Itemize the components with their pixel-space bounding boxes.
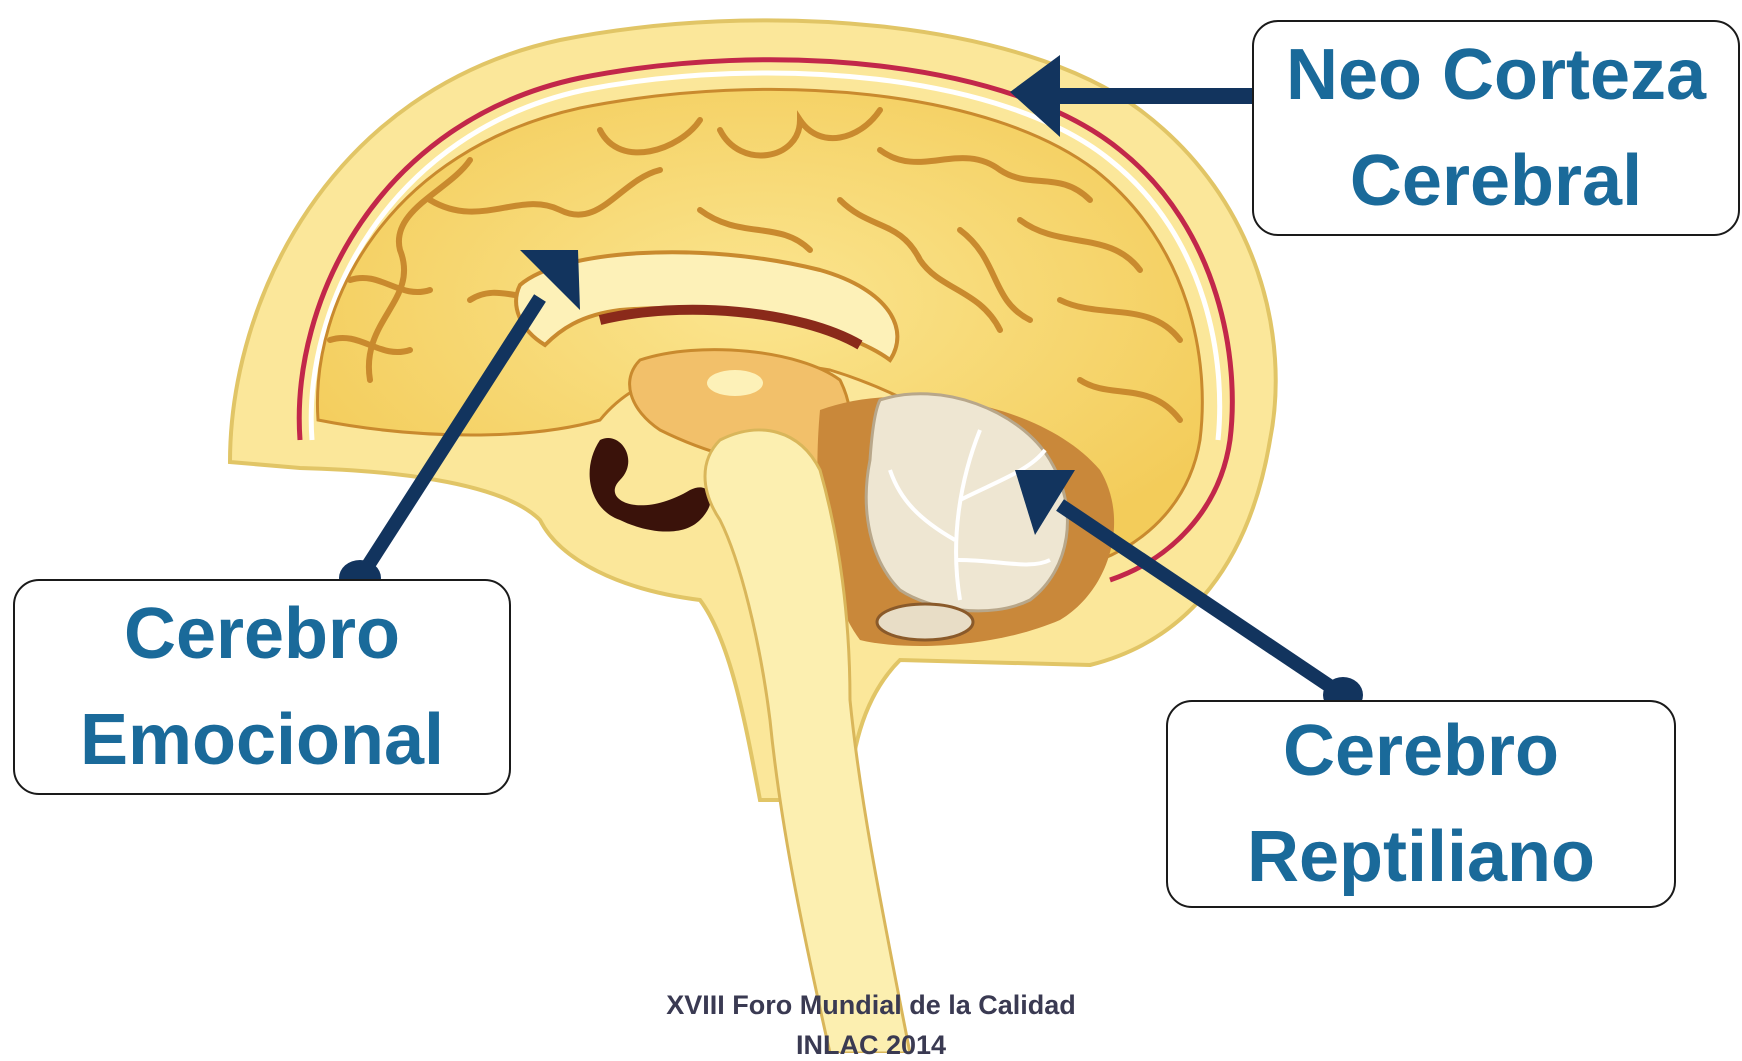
- label-reptilian-line2: Reptiliano: [1247, 821, 1595, 893]
- label-neocortex-line2: Cerebral: [1350, 145, 1642, 217]
- label-emotional-line2: Emocional: [80, 704, 444, 776]
- label-reptilian: Cerebro Reptiliano: [1166, 700, 1676, 908]
- label-neocortex: Neo Corteza Cerebral: [1252, 20, 1740, 236]
- label-emotional: Cerebro Emocional: [13, 579, 511, 795]
- footer-title: XVIII Foro Mundial de la Calidad: [0, 990, 1742, 1021]
- footer-subtitle: INLAC 2014: [0, 1030, 1742, 1061]
- label-reptilian-line1: Cerebro: [1283, 715, 1559, 787]
- label-emotional-line1: Cerebro: [124, 598, 400, 670]
- label-neocortex-line1: Neo Corteza: [1286, 39, 1706, 111]
